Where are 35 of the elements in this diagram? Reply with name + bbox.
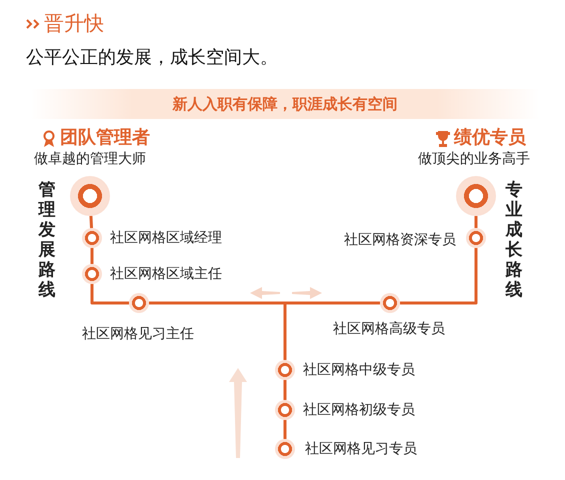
track-line [474, 216, 478, 228]
subtitle: 公平公正的发展，成长空间大。 [26, 46, 278, 70]
position-label: 做顶尖的业务高手 [418, 150, 530, 168]
station-dot [82, 228, 102, 248]
position-label: 社区网格高级专员 [333, 320, 445, 338]
position-label: 社区网格区域主任 [110, 265, 222, 283]
track-line [400, 248, 478, 304]
position-label: 社区网格初级专员 [303, 401, 415, 419]
position-label: 社区网格区域经理 [110, 229, 222, 247]
track-line [90, 248, 94, 264]
station-dot [380, 293, 400, 313]
track-line [284, 302, 380, 360]
track-line [284, 380, 286, 400]
role-heading: 团队管理者 [60, 127, 150, 149]
position-label: 社区网格中级专员 [303, 361, 415, 379]
station-dot [275, 439, 295, 459]
station-dot [70, 176, 110, 216]
station-dot [466, 228, 486, 248]
role-heading: 绩优专员 [454, 127, 526, 149]
path-label: 专业成长路线 [505, 180, 523, 300]
station-dot [129, 293, 149, 313]
track-line [284, 420, 286, 439]
position-label: 做卓越的管理大师 [34, 150, 146, 168]
position-label: 社区网格见习专员 [305, 440, 417, 458]
position-label: 社区网格见习主任 [82, 325, 194, 343]
banner-text: 新人入职有保障，职涯成长有空间 [171, 94, 398, 114]
station-dot [275, 360, 295, 380]
position-label: 社区网格资深专员 [344, 231, 456, 249]
track-line [89, 216, 94, 228]
path-label: 管理发展路线 [38, 180, 56, 300]
title: 晋升快 [44, 10, 104, 36]
station-dot [456, 176, 496, 216]
station-dot [275, 400, 295, 420]
station-dot [82, 264, 102, 284]
track-line [90, 284, 129, 304]
